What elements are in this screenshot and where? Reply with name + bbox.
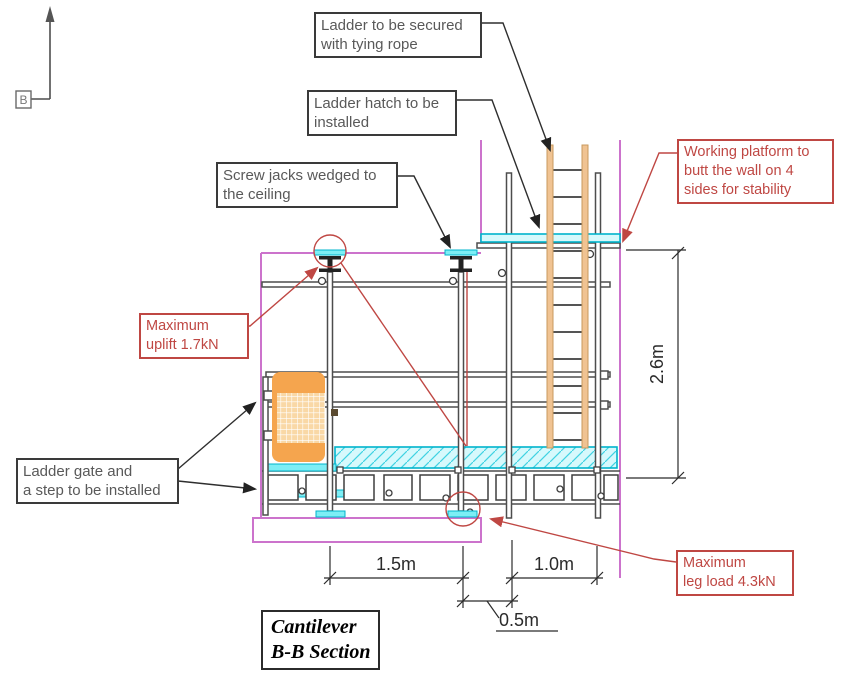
callout-ladder-secured: Ladder to be secured with tying rope (314, 12, 482, 58)
dim-offset: 0.5m (499, 610, 539, 630)
dim-height: 2.6m (647, 344, 667, 384)
ladder (546, 144, 589, 449)
base-plates (315, 510, 478, 518)
section-marker-label: B (19, 93, 27, 107)
ladder-gate-panel (272, 372, 338, 462)
uplift-highlight-circle (313, 234, 347, 268)
callout-max-uplift: Maximum uplift 1.7kN (139, 313, 249, 359)
screw-jack-right (444, 249, 478, 272)
callout-max-leg-load: Maximum leg load 4.3kN (676, 550, 794, 596)
floor-slab (252, 517, 482, 543)
dim-wall-gap: 1.0m (534, 554, 574, 574)
section-arrow-up-icon (45, 6, 55, 22)
screw-jack-left (313, 249, 347, 272)
load-annotations (313, 234, 481, 527)
dim-span: 1.5m (376, 554, 416, 574)
gate-post (262, 376, 269, 516)
dimensions: 1.5m 1.0m 0.5m 2.6m (323, 246, 686, 632)
callout-screw-jacks: Screw jacks wedged to the ceiling (216, 162, 398, 208)
callout-working-platform: Working platform to butt the wall on 4 s… (677, 139, 834, 204)
callout-ladder-gate: Ladder gate and a step to be installed (16, 458, 179, 504)
callout-ladder-hatch: Ladder hatch to be installed (307, 90, 457, 136)
building-outline (252, 140, 621, 578)
drawing-title: Cantilever B-B Section (261, 610, 381, 670)
section-b-marker: B (15, 6, 55, 109)
leg-load-highlight-circle (445, 491, 481, 527)
